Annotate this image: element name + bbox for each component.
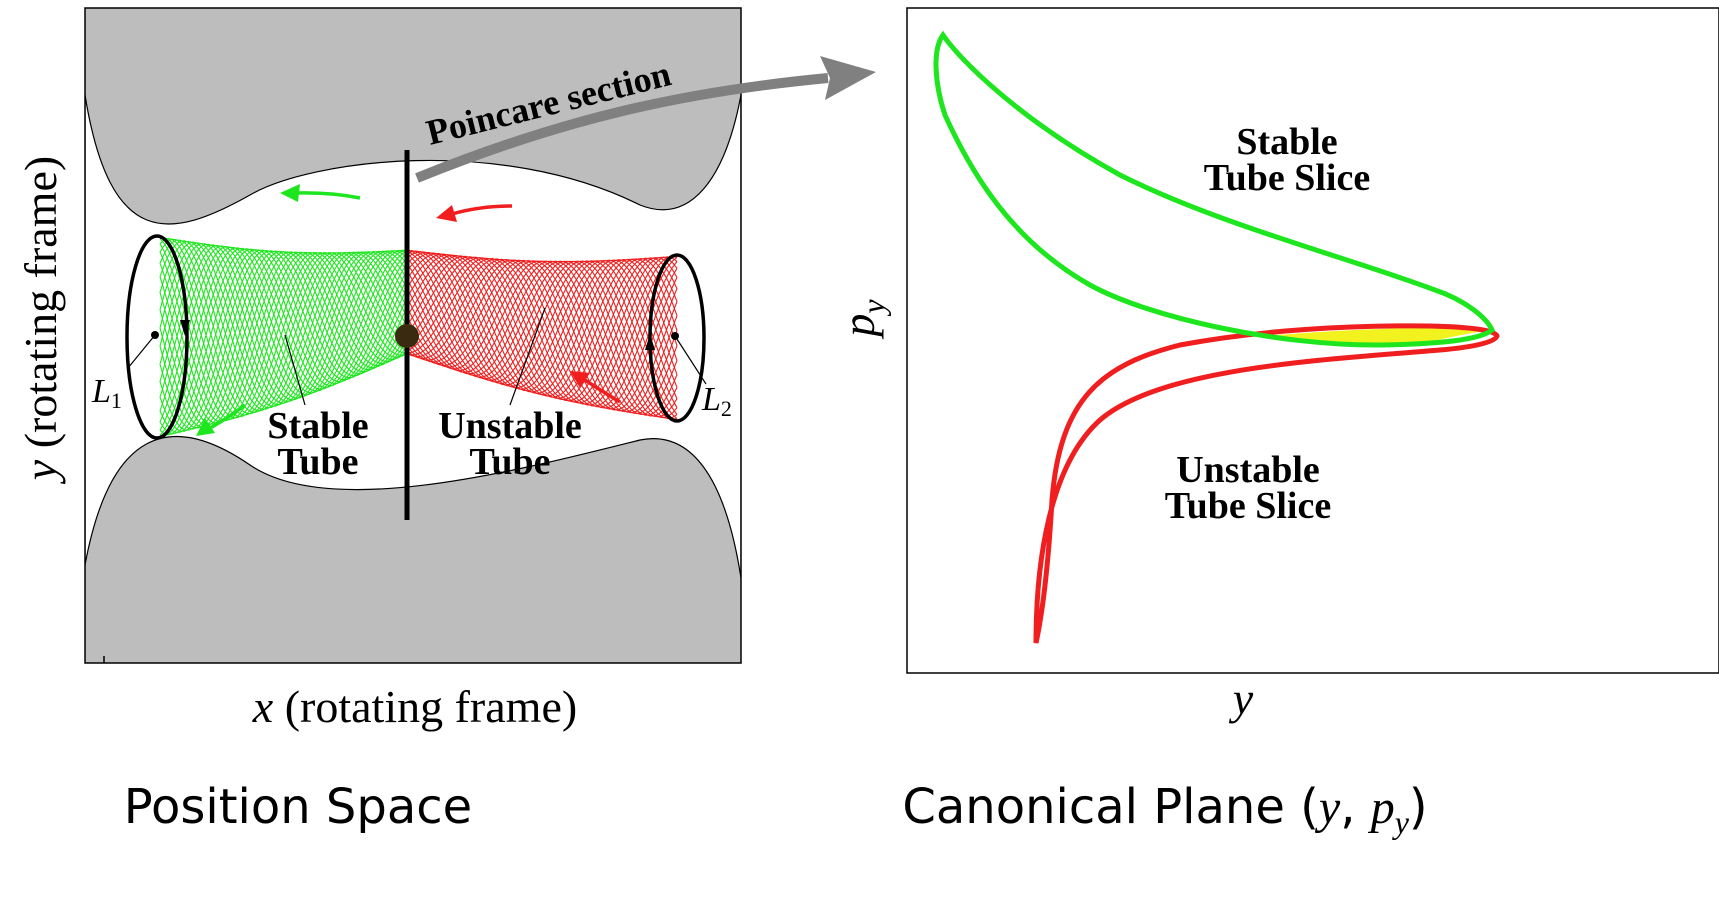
canonical-plane-panel: Stable Tube Slice Unstable Tube Slice y … (833, 7, 1719, 840)
poincare-arrowhead-icon (820, 56, 876, 100)
stable-tube-mesh (159, 236, 408, 438)
unstable-tube-mesh-trajectory (406, 250, 678, 415)
position-space-panel: L1 L2 Stable Tube Unstable Tube x (rotat… (15, 7, 742, 835)
stable-tube-mesh-trajectory (159, 241, 408, 407)
unstable-slice-label-line1: Unstable (1176, 449, 1320, 491)
l1-orbit (125, 234, 189, 440)
l1-direction-arrow-icon (180, 320, 190, 336)
stable-tube-mesh-trajectory (159, 236, 408, 417)
position-x-axis-label: x (rotating frame) (252, 681, 577, 732)
stable-tube-mesh-trajectory (159, 240, 408, 410)
unstable-tube-slice-curve (1033, 323, 1500, 644)
stable-tube-label-line2: Tube (278, 441, 359, 483)
unstable-tube-mesh-trajectory (406, 259, 678, 410)
l1-label: L1 (91, 373, 122, 413)
unstable-tube-mesh-trajectory (406, 254, 678, 396)
l2-label: L2 (701, 381, 732, 421)
unstable-tube-mesh-trajectory (406, 249, 678, 420)
canonical-y-axis-label: py (833, 299, 891, 340)
unstable-tube-mesh-trajectory (406, 253, 678, 393)
l1-leader (127, 334, 156, 369)
unstable-tube-mesh-trajectory (406, 251, 678, 399)
unstable-tube-mesh-trajectory (406, 260, 678, 412)
stable-tube-mesh-trajectory (159, 248, 408, 436)
stable-tube-mesh-trajectory (159, 249, 408, 434)
l2-leader (674, 335, 707, 385)
stable-tube-mesh-trajectory (159, 250, 408, 431)
unstable-tube-label-line2: Tube (470, 441, 551, 483)
unstable-tube-leader (509, 307, 546, 406)
position-space-caption: Position Space (124, 779, 472, 835)
stable-flow-arrow-bottom (196, 403, 247, 436)
stable-tube-mesh-trajectory (159, 249, 408, 435)
stable-tube-mesh-trajectory (159, 237, 408, 416)
unstable-tube-mesh-trajectory (406, 259, 678, 411)
unstable-flow-arrow-bottom (570, 371, 621, 404)
l2-direction-arrow-icon (645, 334, 655, 350)
unstable-tube-mesh-trajectory (406, 252, 678, 392)
unstable-tube-mesh-trajectory (406, 260, 678, 414)
stable-tube-mesh-trajectory (159, 242, 408, 406)
position-space-frame (84, 7, 742, 664)
stable-tube-mesh-trajectory (159, 239, 408, 412)
stable-tube-mesh-trajectory (159, 238, 408, 413)
stable-tube-label-line1: Stable (267, 405, 368, 447)
unstable-tube-mesh-trajectory (406, 259, 678, 409)
unstable-tube-mesh-trajectory (406, 249, 678, 421)
unstable-tube-mesh-trajectory (406, 251, 678, 408)
stable-tube-mesh-trajectory (159, 237, 408, 415)
unstable-tube-mesh-trajectory (406, 253, 678, 394)
stable-tube-leader (284, 334, 306, 406)
stable-flow-arrow-top (280, 184, 361, 202)
stable-tube-mesh-trajectory (159, 249, 408, 432)
unstable-tube-mesh-trajectory (406, 260, 678, 413)
stable-tube-mesh-trajectory (159, 248, 408, 437)
canonical-x-axis-label: y (1229, 673, 1254, 724)
unstable-flow-arrow-top (436, 204, 513, 222)
stable-tube-mesh-trajectory (159, 240, 408, 409)
equilibrium-dot (395, 324, 419, 348)
stable-slice-label-line2: Tube Slice (1204, 157, 1370, 199)
canonical-plane-caption: Canonical Plane (y, py) (902, 779, 1427, 840)
stable-tube-mesh-trajectory (159, 250, 408, 430)
stable-slice-label-line1: Stable (1236, 121, 1337, 163)
unstable-tube-mesh-trajectory (406, 259, 678, 408)
unstable-slice-label-line2: Tube Slice (1165, 485, 1331, 527)
unstable-tube-label-line1: Unstable (438, 405, 582, 447)
stable-tube-slice-curve (933, 30, 1496, 348)
position-y-axis-label: y (rotating frame) (15, 156, 66, 484)
